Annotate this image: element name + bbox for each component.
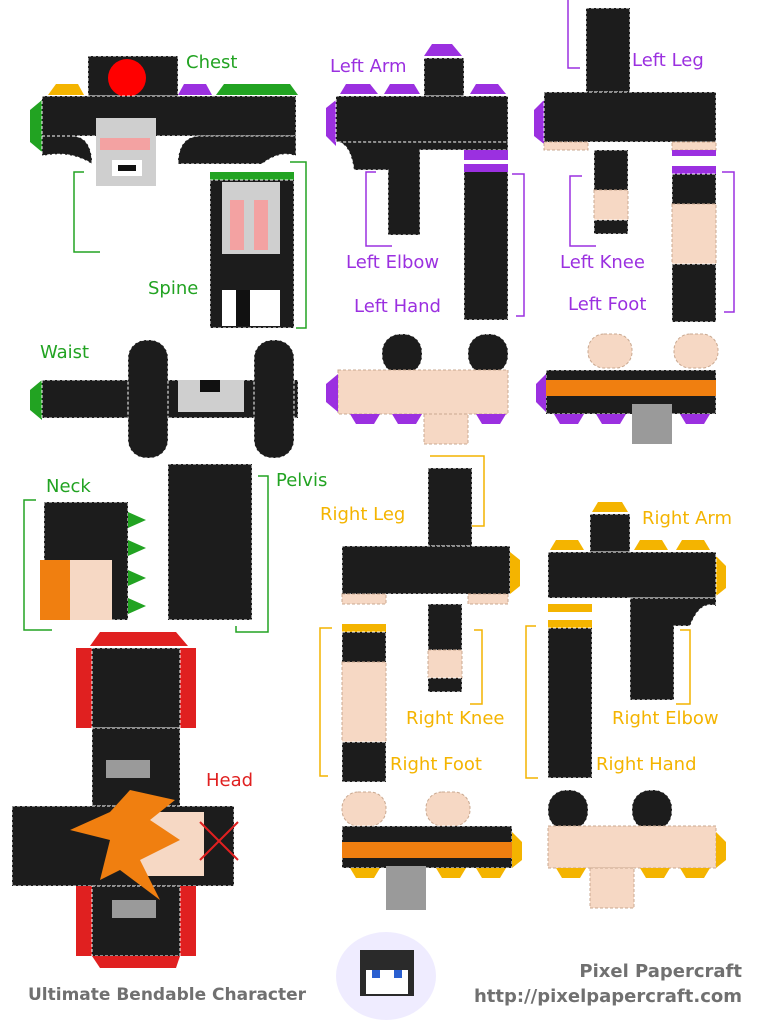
- spine-part: [209, 172, 295, 329]
- pixel-wolf-logo: [336, 932, 436, 1020]
- label-right-leg: Right Leg: [320, 504, 406, 525]
- head-part: [11, 632, 239, 968]
- footer-brand: Pixel Papercraft: [579, 961, 742, 982]
- label-left-foot: Left Foot: [568, 294, 647, 315]
- neck-part: [40, 501, 146, 621]
- left-hand-part: [326, 333, 509, 445]
- label-left-leg: Left Leg: [632, 50, 704, 71]
- label-pelvis: Pelvis: [276, 470, 328, 491]
- waist-part: [30, 339, 299, 459]
- label-spine: Spine: [148, 278, 199, 299]
- label-left-arm: Left Arm: [330, 56, 407, 77]
- label-head: Head: [206, 770, 254, 791]
- label-right-knee: Right Knee: [406, 708, 505, 729]
- label-right-elbow: Right Elbow: [612, 708, 719, 729]
- left-leg-part: [534, 7, 717, 323]
- label-right-foot: Right Foot: [390, 754, 482, 775]
- label-left-hand: Left Hand: [354, 296, 441, 317]
- right-leg-part: [341, 467, 520, 783]
- chest-part: [30, 55, 298, 247]
- label-waist: Waist: [40, 342, 90, 363]
- pelvis-part: [167, 463, 253, 621]
- label-right-arm: Right Arm: [642, 508, 733, 529]
- footer-url[interactable]: http://pixelpapercraft.com: [473, 986, 742, 1007]
- footer-title: Ultimate Bendable Character: [28, 985, 307, 1005]
- right-arm-part: [547, 502, 726, 779]
- label-chest: Chest: [186, 52, 238, 73]
- left-foot-part: [536, 333, 719, 444]
- label-left-elbow: Left Elbow: [346, 252, 440, 273]
- label-right-hand: Right Hand: [596, 754, 697, 775]
- label-left-knee: Left Knee: [560, 252, 645, 273]
- label-neck: Neck: [46, 476, 91, 497]
- right-hand-part: [547, 789, 726, 909]
- left-arm-part: [326, 44, 509, 321]
- connector-lines: [23, 0, 735, 779]
- right-foot-part: [341, 791, 522, 910]
